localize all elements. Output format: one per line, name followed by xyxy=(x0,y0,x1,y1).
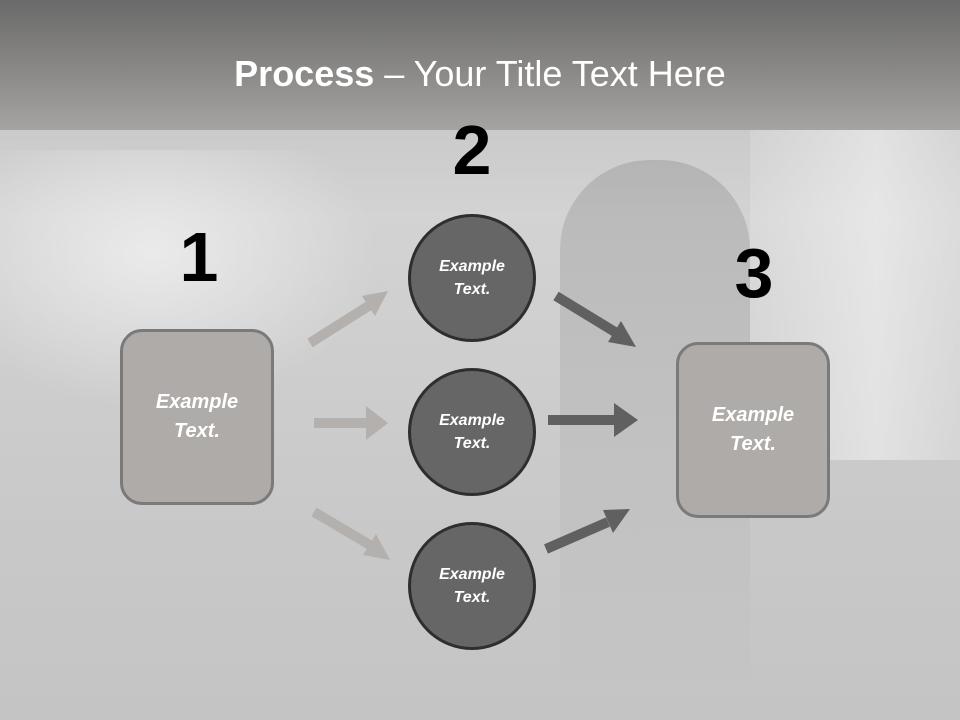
arrow-middle-to-3 xyxy=(548,403,638,437)
title-bold: Process xyxy=(234,53,375,94)
step-number-1: 1 xyxy=(179,218,219,296)
arrow-1-to-bottom xyxy=(311,507,390,560)
step2-circle-bottom: Example Text. xyxy=(408,522,536,650)
arrow-1-to-top xyxy=(307,291,388,348)
step2-circle-top-label: Example Text. xyxy=(439,258,505,298)
step-number-2: 2 xyxy=(452,111,492,189)
title-rest: – Your Title Text Here xyxy=(374,53,726,94)
step2-circle-middle: Example Text. xyxy=(408,368,536,496)
step2-circle-bottom-label: Example Text. xyxy=(439,566,505,606)
step-number-3: 3 xyxy=(734,234,774,312)
step3-label: Example Text. xyxy=(711,404,795,455)
arrow-bottom-to-3 xyxy=(544,509,630,554)
arrow-1-to-middle xyxy=(314,406,388,440)
arrow-top-to-3 xyxy=(553,291,636,347)
step2-circle-top: Example Text. xyxy=(408,214,536,342)
step1-label: Example Text. xyxy=(155,391,239,442)
slide-title: Process – Your Title Text Here xyxy=(0,52,960,96)
step3-box: Example Text. xyxy=(676,342,830,518)
step1-box: Example Text. xyxy=(120,329,274,505)
step2-circle-middle-label: Example Text. xyxy=(439,412,505,452)
